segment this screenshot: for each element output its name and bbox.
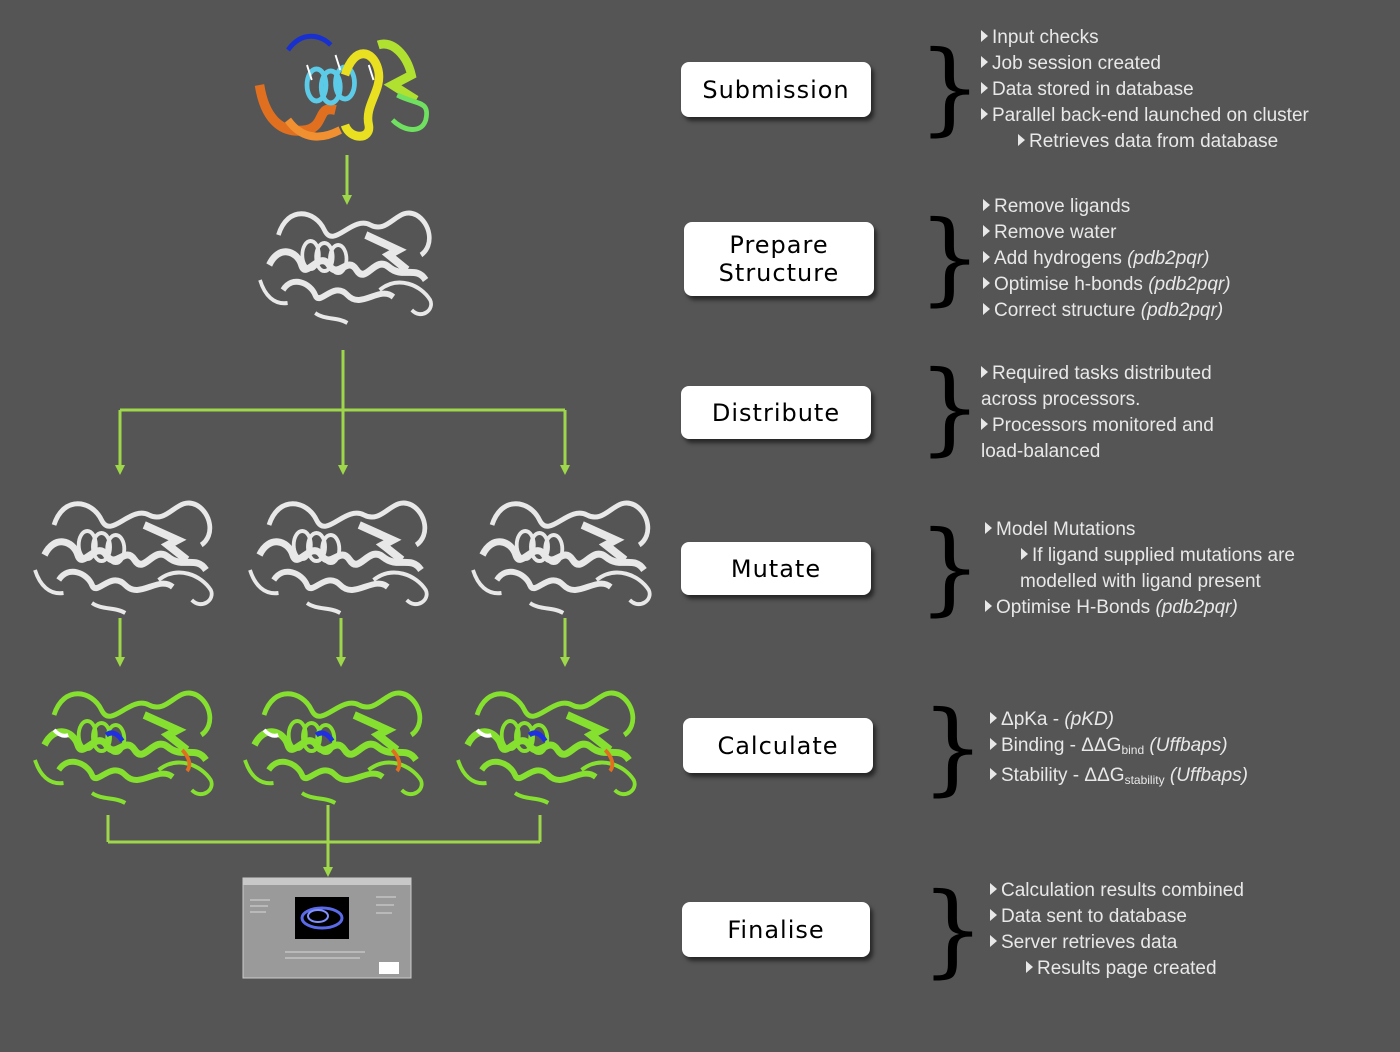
- notes-prepare: Remove ligands Remove water Add hydrogen…: [983, 194, 1231, 324]
- note-subitem: Retrieves data from database: [981, 129, 1309, 155]
- note-item: ΔpKa - (pKD): [990, 707, 1248, 733]
- stage-mutate-label: Mutate: [730, 554, 822, 583]
- stage-calculate-box: Calculate: [683, 718, 873, 773]
- note-item: Data stored in database: [981, 77, 1309, 103]
- note-item: Input checks: [981, 25, 1309, 51]
- note-item: Optimise H-Bonds (pdb2pqr): [985, 595, 1295, 621]
- note-item: Add hydrogens (pdb2pqr): [983, 246, 1231, 272]
- note-item: Remove ligands: [983, 194, 1231, 220]
- protein-green-calc-2-figure: [245, 693, 422, 803]
- notes-finalise: Calculation results combined Data sent t…: [990, 878, 1244, 982]
- protein-green-calc-3-figure: [458, 693, 635, 803]
- stage-mutate-box: Mutate: [681, 542, 871, 595]
- note-item-continuation: load-balanced: [981, 441, 1101, 462]
- notes-distribute: Required tasks distributed across proces…: [981, 361, 1214, 465]
- results-page-thumbnail: [242, 877, 412, 979]
- note-item: Model Mutations: [985, 517, 1295, 543]
- brace-calculate: }: [921, 689, 985, 806]
- brace-submission: }: [918, 29, 982, 146]
- notes-submission: Input checks Job session created Data st…: [981, 25, 1309, 155]
- note-item: Stability - ΔΔGstability (Uffbaps): [990, 763, 1248, 793]
- notes-mutate: Model Mutations If ligand supplied mutat…: [985, 517, 1295, 621]
- note-subitem: Results page created: [990, 956, 1244, 982]
- stage-distribute-box: Distribute: [681, 386, 871, 439]
- brace-prepare: }: [918, 199, 982, 316]
- note-item: Optimise h-bonds (pdb2pqr): [983, 272, 1231, 298]
- note-subitem-continuation: modelled with ligand present: [1020, 571, 1261, 592]
- notes-calculate: ΔpKa - (pKD) Binding - ΔΔGbind (Uffbaps)…: [990, 707, 1248, 793]
- note-item: Binding - ΔΔGbind (Uffbaps): [990, 733, 1248, 763]
- stage-prepare-label: Prepare Structure: [718, 231, 840, 287]
- protein-white-prepared-figure: [260, 213, 431, 323]
- brace-distribute: }: [918, 349, 982, 466]
- protein-white-mutant-3-figure: [473, 503, 650, 613]
- stage-distribute-label: Distribute: [711, 398, 841, 427]
- stage-submission-label: Submission: [702, 75, 850, 104]
- brace-finalise: }: [921, 871, 985, 988]
- protein-white-mutant-2-figure: [250, 503, 427, 613]
- note-item: Processors monitored and: [981, 413, 1214, 439]
- protein-rainbow-figure: [254, 33, 430, 141]
- stage-finalise-label: Finalise: [727, 915, 825, 944]
- stage-calculate-label: Calculate: [717, 731, 839, 760]
- note-item: Remove water: [983, 220, 1231, 246]
- stage-submission-box: Submission: [681, 62, 871, 117]
- flow-arrows: [106, 155, 570, 877]
- note-item-continuation: across processors.: [981, 389, 1141, 410]
- note-item: Correct structure (pdb2pqr): [983, 298, 1231, 324]
- brace-mutate: }: [918, 509, 982, 626]
- note-item: Job session created: [981, 51, 1309, 77]
- note-item: Required tasks distributed: [981, 361, 1214, 387]
- stage-prepare-box: Prepare Structure: [684, 222, 874, 296]
- stage-finalise-box: Finalise: [682, 902, 870, 957]
- note-item: Calculation results combined: [990, 878, 1244, 904]
- note-item: Data sent to database: [990, 904, 1244, 930]
- note-item: Parallel back-end launched on cluster: [981, 103, 1309, 129]
- protein-green-calc-1-figure: [35, 693, 212, 803]
- note-item: Server retrieves data: [990, 930, 1244, 956]
- protein-white-mutant-1-figure: [35, 503, 212, 613]
- note-subitem: If ligand supplied mutations are: [985, 543, 1295, 569]
